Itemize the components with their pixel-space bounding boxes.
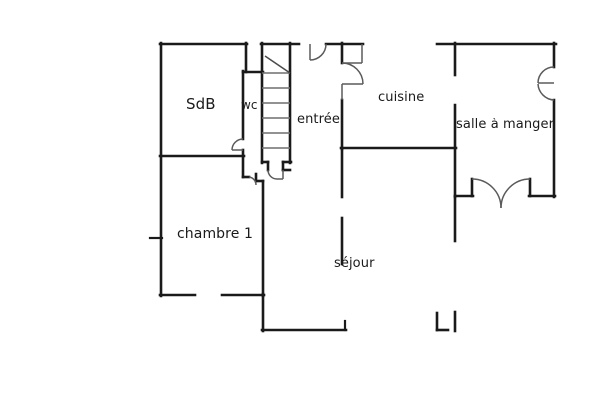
- door-sdb-swing: [231, 138, 244, 151]
- room-label-cuisine: cuisine: [378, 90, 425, 105]
- staircase: [262, 55, 291, 149]
- room-label-sejour: séjour: [334, 256, 375, 271]
- room-label-salle-a-manger: salle à manger: [456, 118, 555, 132]
- door-stair-swing: [267, 169, 278, 180]
- room-label-chambre-1: chambre 1: [177, 226, 253, 242]
- door-entree-cuisine-swing: [341, 62, 364, 85]
- door-salle-ext-swing-lower: [537, 83, 555, 101]
- room-label-sdb: SdB: [186, 95, 216, 113]
- doors-group: [231, 43, 555, 209]
- door-entree-top-swing: [309, 43, 327, 61]
- room-label-entree: entrée: [297, 112, 340, 127]
- door-salle-sejour-swing-left: [471, 178, 502, 209]
- windows-group: [148, 236, 347, 332]
- stair-direction-diagonal: [264, 55, 291, 74]
- walls-group: [158, 41, 558, 333]
- door-salle-sejour-swing-right: [500, 178, 531, 209]
- door-salle-ext-swing-upper: [537, 66, 555, 84]
- room-label-wc: wc: [241, 98, 258, 112]
- room-label-salle-a-manger-clip: salle à manger: [456, 118, 555, 136]
- door-chambre1-swing: [248, 176, 257, 186]
